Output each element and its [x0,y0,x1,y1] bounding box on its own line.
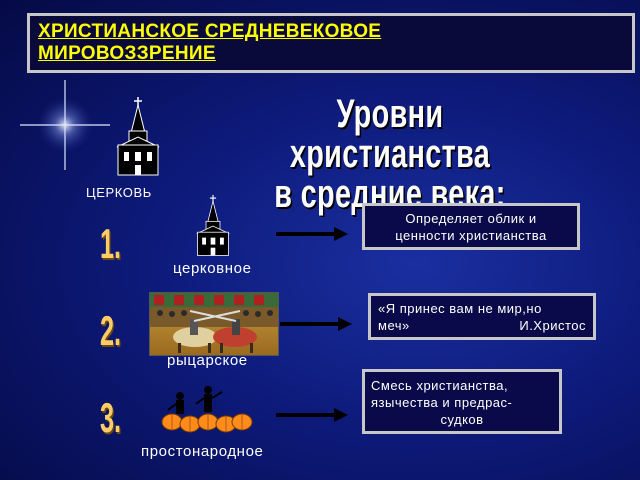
level-2-label: рыцарское [167,352,248,369]
level-3-desc-line: Смесь христианства, [371,378,509,393]
level-1-desc-line: ценности христианства [395,228,547,243]
church-label: ЦЕРКОВЬ [86,185,152,200]
church-icon [116,97,160,176]
level-2-quote-line-2: меч» И.Христос [378,317,586,334]
level-2-quote-box: «Я принес вам не мир,но меч» И.Христос [368,293,596,340]
level-1-description-box: Определяет облик и ценности христианства [362,203,580,250]
pumpkins-peasants-icon [161,386,253,433]
arrow-right-icon [276,408,348,422]
level-1-label: церковное [173,260,252,277]
heading-line-1: Уровни христианства [289,92,491,176]
title-line-2: МИРОВОЗЗРЕНИЕ [38,43,216,64]
title-banner: ХРИСТИАНСКОЕ СРЕДНЕВЕКОВОЕ МИРОВОЗЗРЕНИЕ [27,13,635,73]
arrow-right-icon [276,227,348,241]
level-2-number: 2. [100,307,122,354]
level-1-desc-line: Определяет облик и [405,211,537,226]
title-line-1: ХРИСТИАНСКОЕ СРЕДНЕВЕКОВОЕ [38,21,382,42]
level-3-label: простонародное [141,443,264,460]
quote-end: меч» [378,318,410,333]
arrow-right-icon [280,317,352,331]
level-3-desc-line: судков [440,412,484,427]
level-2-quote-line-1: «Я принес вам не мир,но [378,301,542,316]
level-3-number: 3. [100,394,122,441]
knights-tournament-image [149,292,279,356]
slide-heading: Уровни христианства в средние века: [253,94,527,214]
level-3-description-box: Смесь христианства, язычества и предрас-… [362,369,562,434]
sparkle-star-icon [20,80,110,170]
level-3-desc-line: язычества и предрас- [371,395,513,410]
quote-author: И.Христос [519,318,586,333]
small-church-icon [196,195,230,256]
level-1-number: 1. [100,220,122,267]
